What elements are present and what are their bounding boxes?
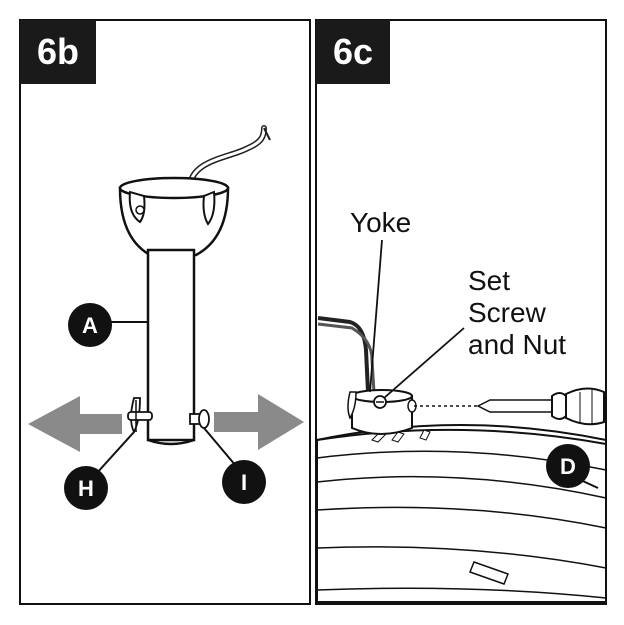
callout-d bbox=[546, 444, 590, 488]
panel-6b: 6b A bbox=[19, 19, 311, 605]
motor-housing bbox=[316, 424, 607, 603]
set-screw-label-line3: and Nut bbox=[468, 329, 566, 360]
panel-6c: 6c bbox=[315, 19, 607, 605]
panel-6c-tag-text: 6c bbox=[333, 31, 373, 72]
downrod bbox=[146, 248, 196, 442]
panel-6b-tag: 6b bbox=[20, 20, 96, 84]
yoke-cup bbox=[118, 186, 230, 257]
right-arrow bbox=[214, 394, 304, 450]
yoke bbox=[347, 389, 417, 435]
set-screw-label-line2: Screw bbox=[468, 297, 547, 328]
set-screw-label-line1: Set bbox=[468, 265, 510, 296]
panel-6c-tag: 6c bbox=[316, 20, 390, 84]
callout-i-label: I bbox=[241, 470, 247, 495]
screwdriver bbox=[414, 387, 605, 426]
yoke-label: Yoke bbox=[350, 207, 411, 238]
panel-6b-tag-text: 6b bbox=[37, 31, 79, 72]
left-arrow bbox=[28, 396, 122, 452]
hanger-pin bbox=[127, 397, 153, 435]
callout-h-label: H bbox=[78, 476, 94, 501]
callout-i bbox=[222, 460, 266, 504]
callout-a bbox=[68, 303, 112, 347]
callout-a-label: A bbox=[82, 313, 98, 338]
callout-h bbox=[64, 466, 108, 510]
callout-d-label: D bbox=[560, 454, 576, 479]
